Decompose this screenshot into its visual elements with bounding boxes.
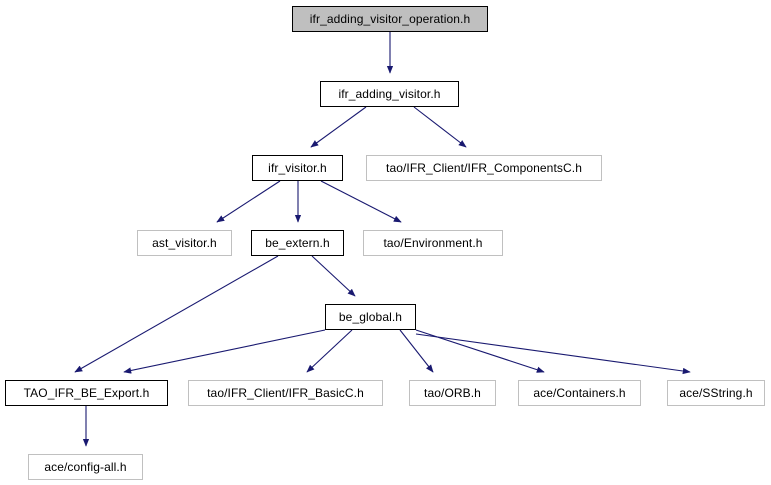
- graph-node-ifr_adding_visitor[interactable]: ifr_adding_visitor.h: [320, 81, 459, 107]
- graph-node-ifr_basicc[interactable]: tao/IFR_Client/IFR_BasicC.h: [188, 380, 383, 406]
- graph-node-label: ace/config-all.h: [44, 460, 127, 474]
- graph-node-label: ifr_adding_visitor.h: [338, 87, 441, 101]
- graph-edge: [310, 106, 367, 148]
- graph-node-label: ifr_visitor.h: [268, 161, 327, 175]
- graph-node-ifr_componentsc[interactable]: tao/IFR_Client/IFR_ComponentsC.h: [366, 155, 602, 181]
- graph-node-label: TAO_IFR_BE_Export.h: [23, 386, 150, 400]
- graph-node-be_extern[interactable]: be_extern.h: [251, 230, 344, 256]
- graph-node-ace_sstring[interactable]: ace/SString.h: [667, 380, 765, 406]
- graph-node-tao_environment[interactable]: tao/Environment.h: [363, 230, 503, 256]
- graph-node-label: tao/IFR_Client/IFR_BasicC.h: [207, 386, 364, 400]
- graph-edge: [74, 255, 279, 373]
- graph-node-be_global[interactable]: be_global.h: [325, 304, 416, 330]
- graph-node-ifr_visitor[interactable]: ifr_visitor.h: [252, 155, 343, 181]
- graph-edge: [415, 333, 691, 375]
- graph-node-label: ifr_adding_visitor_operation.h: [309, 12, 471, 26]
- graph-node-tao_ifr_be_export[interactable]: TAO_IFR_BE_Export.h: [5, 380, 168, 406]
- graph-node-label: ace/Containers.h: [533, 386, 626, 400]
- graph-node-label: ace/SString.h: [679, 386, 753, 400]
- graph-edge: [399, 329, 434, 373]
- graph-node-label: be_global.h: [338, 310, 403, 324]
- graph-node-tao_orb[interactable]: tao/ORB.h: [409, 380, 496, 406]
- graph-node-label: tao/IFR_Client/IFR_ComponentsC.h: [386, 161, 582, 175]
- graph-node-label: tao/Environment.h: [383, 236, 483, 250]
- graph-edge: [311, 255, 356, 297]
- graph-node-label: tao/ORB.h: [424, 386, 481, 400]
- graph-node-ifr_adding_visitor_operation[interactable]: ifr_adding_visitor_operation.h: [292, 6, 488, 32]
- graph-node-label: ast_visitor.h: [152, 236, 217, 250]
- graph-edge: [216, 180, 281, 223]
- graph-edge: [306, 329, 353, 373]
- graph-node-ace_config_all[interactable]: ace/config-all.h: [28, 454, 143, 480]
- graph-node-ast_visitor[interactable]: ast_visitor.h: [137, 230, 232, 256]
- graph-edge: [413, 106, 467, 148]
- graph-edge: [123, 329, 326, 374]
- graph-node-ace_containers[interactable]: ace/Containers.h: [518, 380, 641, 406]
- graph-node-label: be_extern.h: [265, 236, 330, 250]
- graph-edge: [320, 180, 402, 223]
